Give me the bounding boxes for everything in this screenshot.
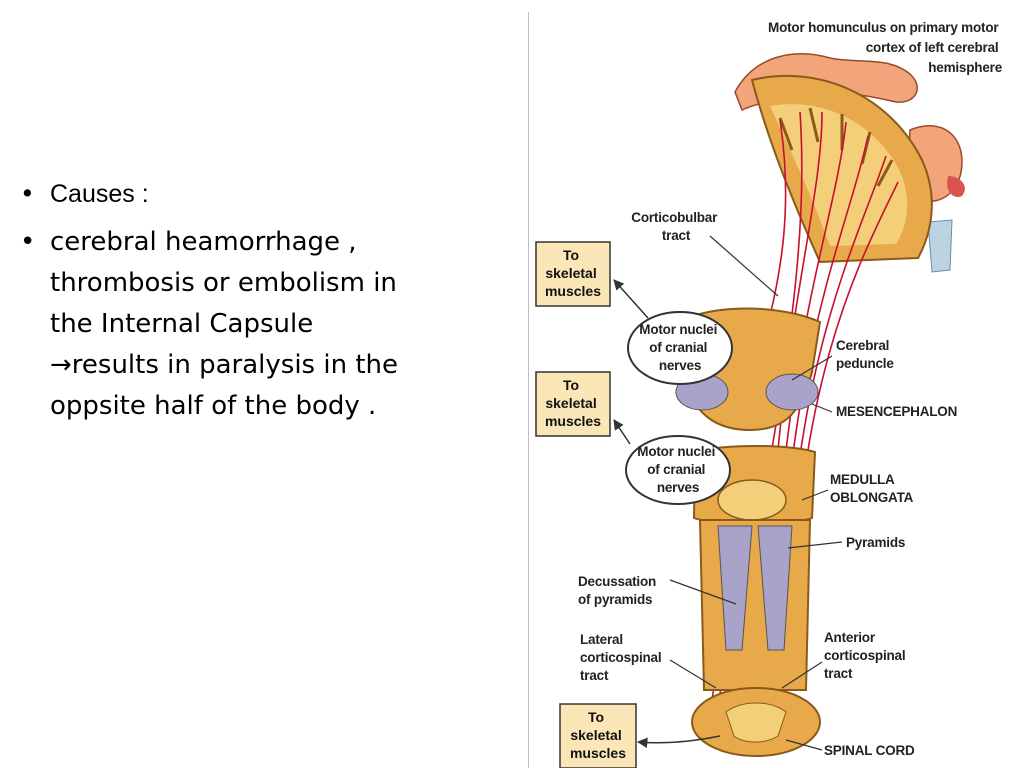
bullet-line: the Internal Capsule [50,309,314,339]
diagram-title: Motor homunculus on primary motor cortex… [768,20,1003,75]
decussation-of-pyramids-label: Decussation of pyramids [578,574,660,607]
medulla-section [717,479,787,521]
homunculus-tongue-shape [947,176,965,198]
arrow-to-box-1 [613,279,649,319]
spinal-cord-gray-matter [725,702,787,743]
corticobulbar-tract-label: Corticobulbar tract [631,210,720,243]
cerebral-peduncle-label: Cerebral peduncle [836,338,894,371]
leader-lines [669,235,843,751]
leader-line [669,579,737,605]
leader-line [709,235,779,297]
skeletal-muscle-box-label-1: To skeletal muscles [545,247,601,299]
motor-nuclei-label-2: Motor nuclei of cranial nerves [637,444,718,495]
lateral-corticospinal-tract-label: Lateral corticospinal tract [580,632,665,683]
pyramids-column [698,519,812,691]
leader-line [801,489,829,501]
leader-line [669,659,717,689]
bullet-icon: • [20,179,35,208]
bullet-text: Causes : [50,180,149,208]
bullet-line: →results in paralysis in the [50,350,399,380]
column-divider [528,12,529,768]
bullet-icon: • [20,227,36,257]
arrow-to-box-2 [613,419,631,445]
bullet-item-description: • cerebral heamorrhage , thrombosis or e… [14,222,514,427]
anterior-corticospinal-tract-label: Anterior corticospinal tract [824,630,909,681]
motor-pathway-diagram: Motor homunculus on primary motor cortex… [535,20,1003,768]
sulcus [778,107,894,187]
bullet-line: cerebral heamorrhage , [50,227,357,257]
leader-line [781,661,823,689]
mesencephalon-label: MESENCEPHALON [836,404,957,419]
bullet-list: • Causes : • cerebral heamorrhage , thro… [14,172,514,427]
skeletal-muscle-box-label-3: To skeletal muscles [570,709,626,761]
skeletal-muscle-box-2 [535,371,611,437]
motor-nuclei-ellipse-1 [627,311,733,385]
leader-line [811,403,833,413]
skeletal-muscle-box-3 [559,703,637,768]
pyramid-right [757,525,793,651]
skeletal-muscle-box-label-2: To skeletal muscles [545,377,601,429]
bullet-item-causes: • Causes : [14,172,514,216]
bullet-line: thrombosis or embolism in [50,268,397,298]
skeletal-muscle-box-1 [535,241,611,307]
cortex-inner [770,104,908,246]
pyramids-label: Pyramids [846,535,905,550]
homunculus-throat-shape [927,219,953,273]
motor-nuclei-ellipse-2 [625,435,731,505]
pyramid-left [717,525,753,651]
leader-line [787,541,843,549]
cerebral-peduncle-right [765,373,819,411]
motor-nuclei-label-1: Motor nuclei of cranial nerves [639,322,720,373]
arrow-to-box-3 [636,735,721,749]
leader-line [785,739,823,751]
bullet-line: oppsite half of the body . [50,391,377,421]
leader-line [791,355,833,381]
medulla-oblongata-label: MEDULLA OBLONGATA [830,472,914,505]
spinal-cord-label: SPINAL CORD [824,743,915,758]
